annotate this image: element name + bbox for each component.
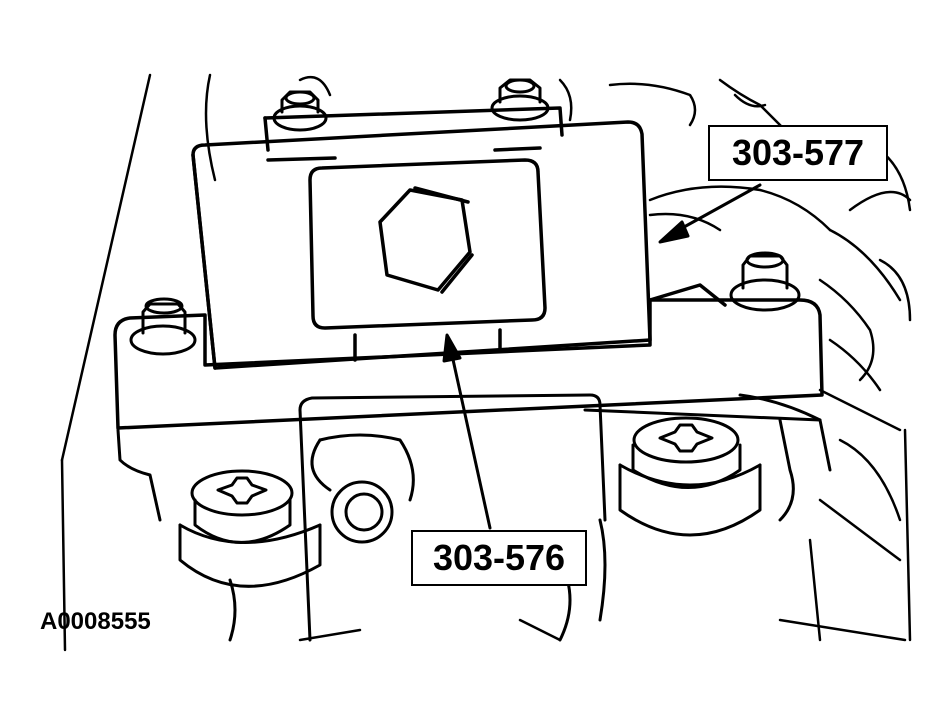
bolt-top-right [490,78,550,122]
leader-arrow-303-576 [442,333,492,530]
engine-background-lines [60,73,912,652]
bolt-top-left [272,90,328,132]
leader-arrow-303-577 [658,183,762,244]
cylinder-head [116,393,832,642]
torx-bolt-left [178,469,322,588]
callout-label-303-576: 303-576 [411,530,587,586]
round-plug [330,480,394,544]
torx-bolt-right [618,416,762,537]
bolt-left-plate [129,297,197,356]
figure-id-label: A0008555 [40,608,151,635]
bolt-right-plate [729,251,801,312]
callout-label-303-577: 303-577 [708,125,888,181]
hex-socket-plate [308,158,547,330]
tool-base-plate [113,283,824,430]
tool-main-block [191,106,652,370]
